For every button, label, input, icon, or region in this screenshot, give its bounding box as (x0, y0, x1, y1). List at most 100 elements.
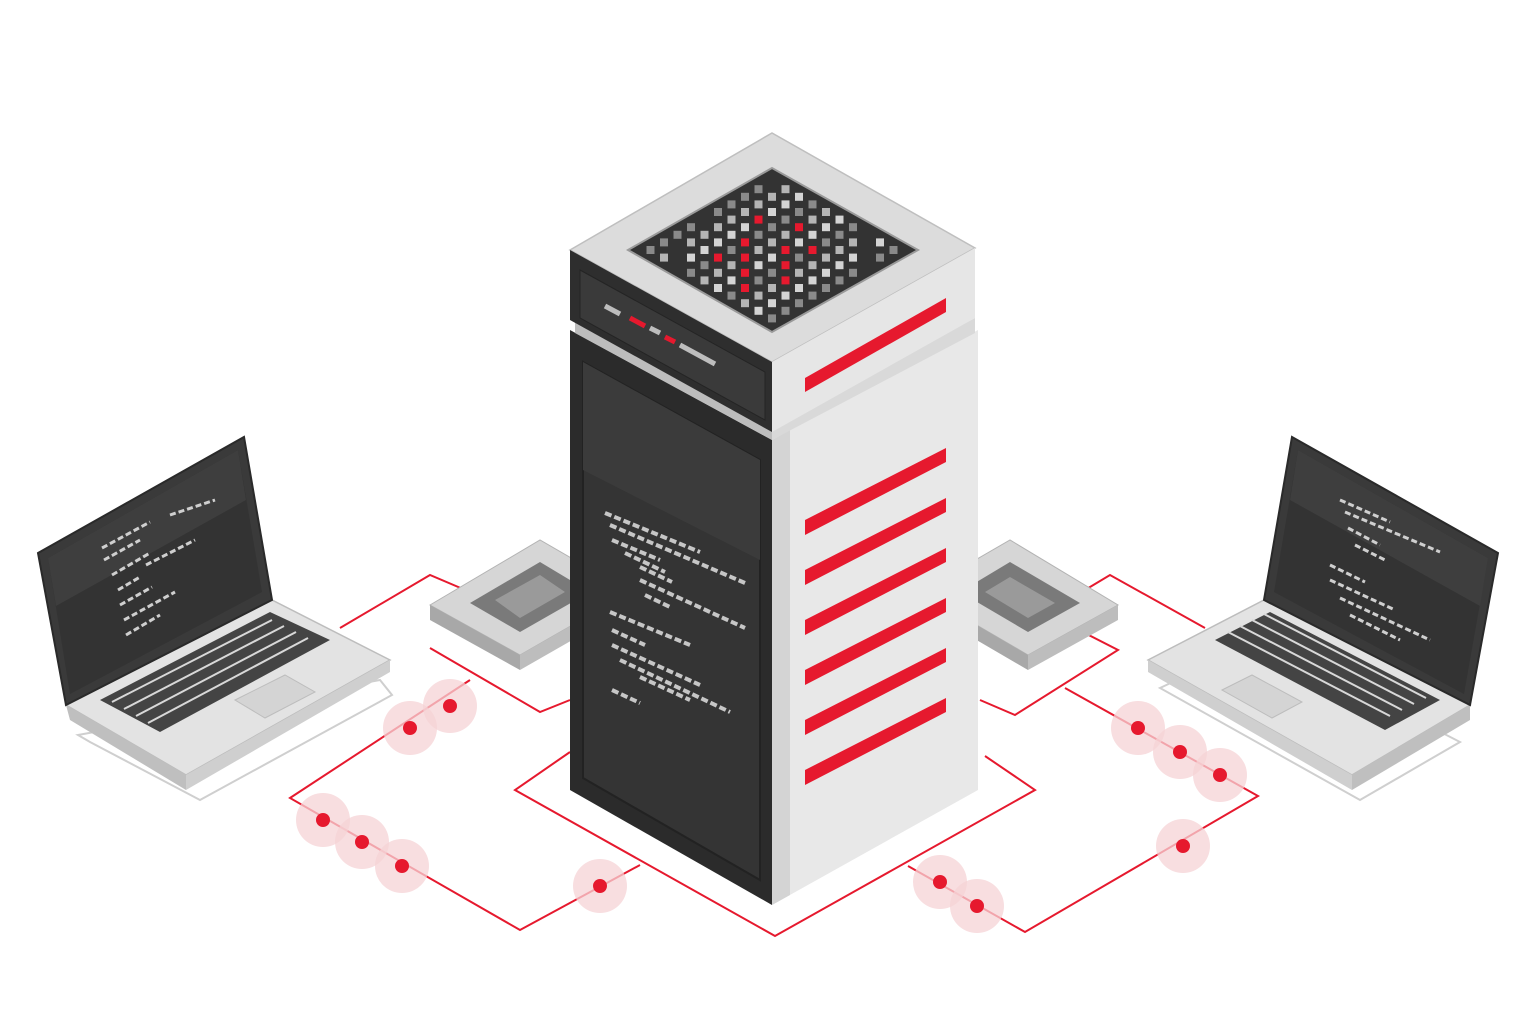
led-gray (795, 299, 803, 308)
led-gray (781, 200, 790, 209)
led-gray (660, 238, 668, 247)
right-laptop-base-side (1148, 660, 1352, 790)
led-gray (781, 230, 790, 239)
led-gray (754, 291, 763, 300)
left-laptop-base-side (186, 660, 390, 790)
left-laptop-keys (111, 619, 309, 724)
network-node (593, 879, 607, 893)
led-gray (727, 200, 736, 209)
link-center-loop (513, 751, 1037, 938)
network-node (1173, 745, 1187, 759)
led-red (714, 253, 722, 262)
led-gray (768, 299, 776, 308)
server-body-front-glare (583, 362, 760, 560)
led-gray (727, 230, 736, 239)
led-gray (754, 276, 763, 285)
led-gray (754, 261, 763, 270)
led-gray (754, 185, 763, 194)
led-gray (727, 215, 736, 224)
led-gray (768, 253, 776, 262)
led-gray (849, 268, 857, 277)
led-gray (808, 200, 817, 209)
led-gray (741, 192, 749, 201)
led-gray (768, 238, 776, 247)
side-stripe (805, 698, 946, 785)
led-red (781, 276, 790, 285)
led-gray (727, 246, 736, 254)
led-gray (795, 192, 803, 201)
led-gray (808, 261, 817, 270)
led-gray (768, 208, 776, 216)
led-red (754, 215, 763, 224)
network-nodes (296, 679, 1247, 933)
led-gray (727, 261, 736, 270)
led-gray (835, 215, 844, 224)
server-side-stripes (805, 448, 946, 785)
led-gray (754, 200, 763, 209)
network-node (443, 699, 457, 713)
led-gray (822, 238, 830, 247)
server-tower (568, 132, 978, 905)
network-node (403, 721, 417, 735)
side-stripe (805, 648, 946, 735)
led-gray (741, 208, 749, 216)
led-gray (754, 306, 763, 315)
led-red (741, 284, 749, 292)
server-collar-side (772, 318, 975, 440)
server-cap-front-inset (579, 269, 766, 421)
led-gray (808, 215, 817, 224)
right-laptop-keys (1227, 613, 1427, 717)
led-gray (781, 185, 790, 194)
led-gray (673, 230, 682, 239)
side-stripe (805, 548, 946, 635)
led-gray (822, 284, 830, 292)
led-gray (795, 253, 803, 262)
network-node (316, 813, 330, 827)
led-gray (714, 284, 722, 292)
led-gray (822, 223, 830, 232)
led-gray (727, 276, 736, 285)
right-laptop-code (1329, 498, 1441, 642)
led-gray (808, 291, 817, 300)
led-gray (754, 246, 763, 254)
led-gray (700, 230, 709, 239)
led-gray (808, 276, 817, 285)
led-gray (808, 230, 817, 239)
led-gray (646, 246, 655, 254)
link-right-chip-bottom (979, 627, 1121, 717)
led-gray (768, 314, 776, 323)
led-red (781, 261, 790, 270)
led-red (781, 246, 790, 254)
led-gray (700, 276, 709, 285)
led-gray (781, 306, 790, 315)
led-gray (835, 261, 844, 270)
led-gray (795, 208, 803, 216)
led-gray (835, 246, 844, 254)
led-gray (876, 238, 884, 247)
right-laptop-base-front (1352, 705, 1470, 790)
led-gray (727, 291, 736, 300)
led-red (795, 223, 803, 232)
led-gray (795, 268, 803, 277)
led-gray (741, 223, 749, 232)
led-gray (768, 284, 776, 292)
led-gray (781, 215, 790, 224)
left-laptop (36, 435, 394, 802)
led-gray (700, 246, 709, 254)
left-laptop-code (101, 498, 216, 637)
side-stripe (805, 498, 946, 585)
link-left-laptop-top (339, 573, 471, 629)
led-gray (781, 291, 790, 300)
right-laptop (1146, 435, 1500, 802)
led-red (741, 238, 749, 247)
led-gray (714, 223, 722, 232)
led-gray (849, 238, 857, 247)
led-gray (835, 230, 844, 239)
led-red (741, 253, 749, 262)
led-gray (687, 268, 695, 277)
link-right-laptop-top (1084, 573, 1206, 629)
led-gray (741, 299, 749, 308)
led-gray (700, 261, 709, 270)
cap-stripe (805, 298, 946, 392)
network-node (1176, 839, 1190, 853)
